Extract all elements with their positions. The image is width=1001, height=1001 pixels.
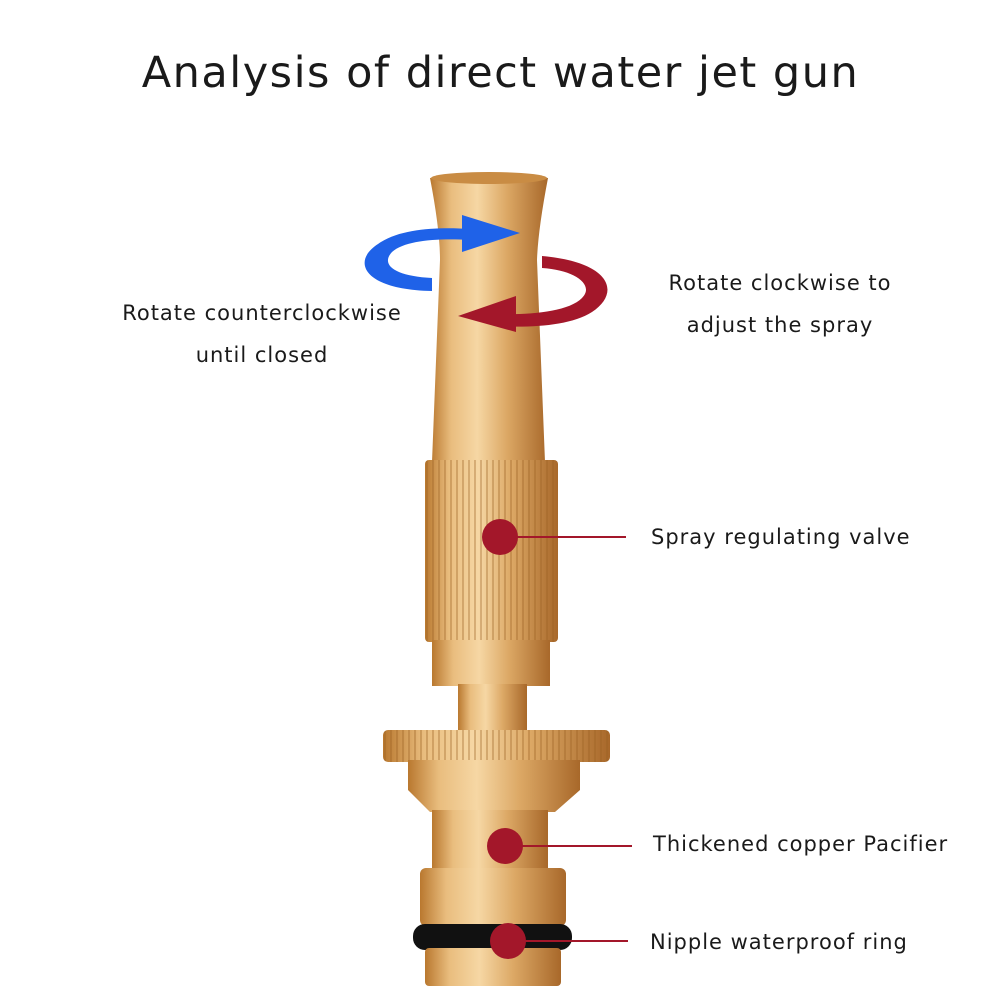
pacifier-body (408, 760, 580, 812)
valve-label: Spray regulating valve (651, 525, 911, 549)
marker-ring (490, 923, 628, 959)
clockwise-label: Rotate clockwise to adjust the spray (640, 262, 920, 346)
counterclockwise-line2: until closed (195, 343, 329, 367)
counterclockwise-line1: Rotate counterclockwise (122, 301, 402, 325)
pacifier-label: Thickened copper Pacifier (653, 832, 949, 856)
clockwise-line1: Rotate clockwise to (668, 271, 892, 295)
red-clockwise-arrow-icon (458, 256, 608, 332)
marker-pacifier (487, 828, 632, 864)
page-title: Analysis of direct water jet gun (141, 48, 860, 98)
clockwise-line2: adjust the spray (686, 313, 874, 337)
blue-counterclockwise-arrow-icon (364, 215, 520, 291)
counterclockwise-label: Rotate counterclockwise until closed (112, 292, 412, 376)
nozzle (383, 172, 610, 986)
marker-valve (482, 519, 626, 555)
ring-label: Nipple waterproof ring (650, 930, 908, 954)
